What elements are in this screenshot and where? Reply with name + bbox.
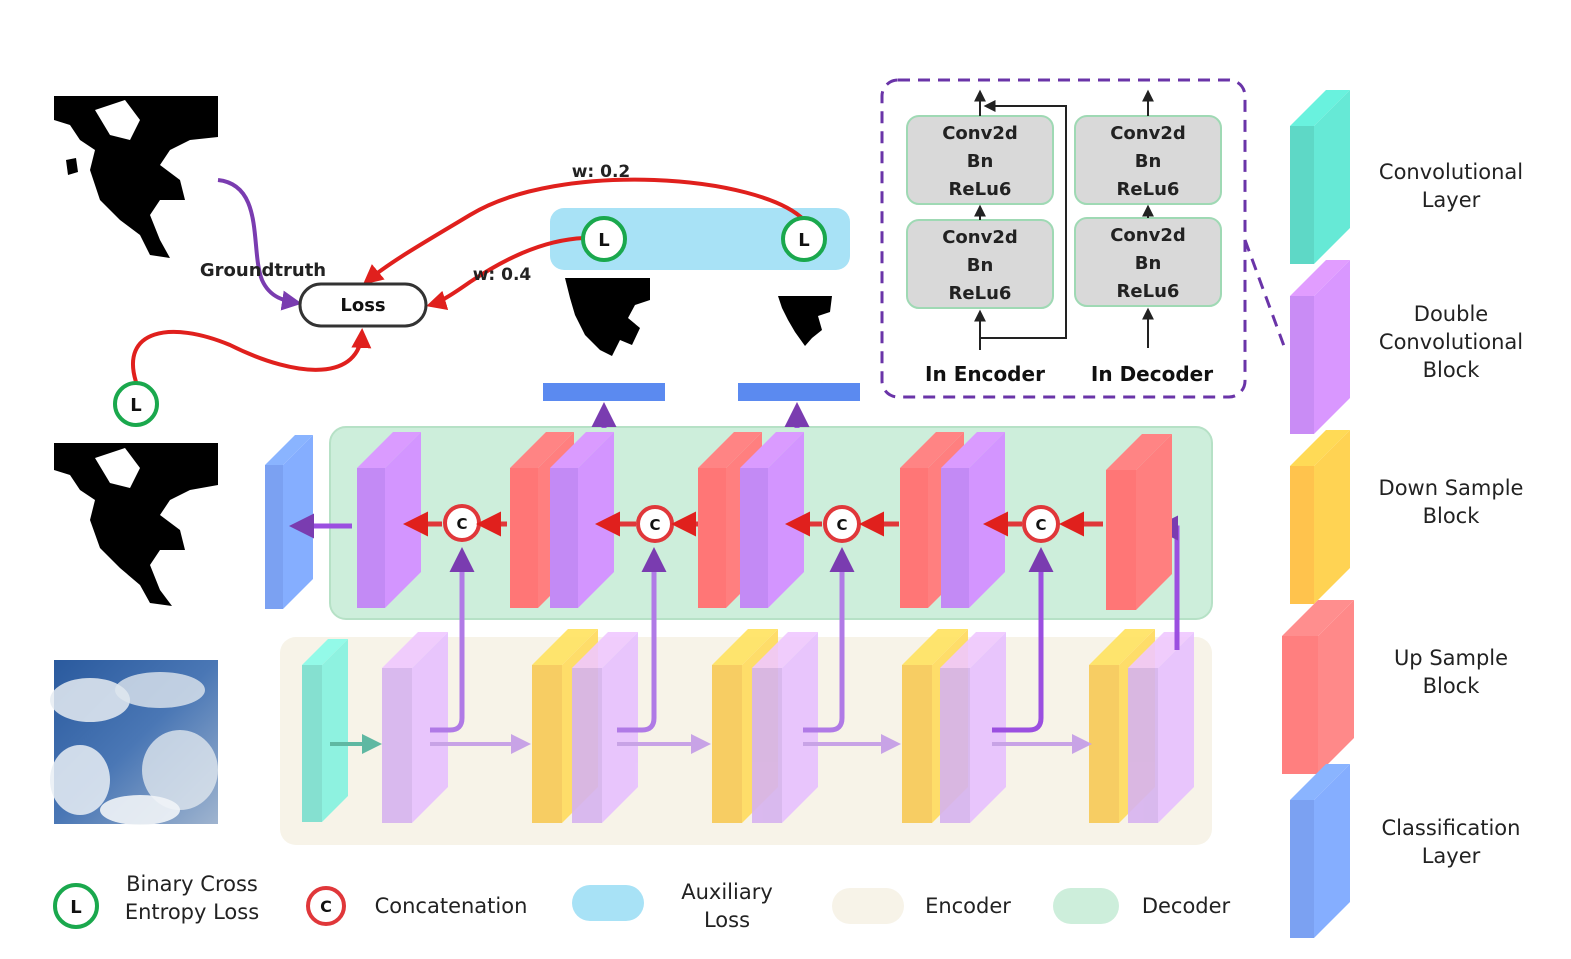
auxiliary-mask-1-image <box>558 275 650 370</box>
svg-text:ReLu6: ReLu6 <box>1117 179 1180 200</box>
aux-loss-arrow-far <box>362 177 806 285</box>
legend-aux-label: Auxiliary Loss <box>681 880 773 932</box>
svg-text:L: L <box>798 230 809 251</box>
main-loss-symbol: L <box>113 381 159 427</box>
svg-text:Conv2d: Conv2d <box>942 123 1018 144</box>
legend-block-4 <box>1282 600 1354 774</box>
encoder-detail-residual <box>980 100 1067 339</box>
decoder-double-conv-1 <box>357 432 421 608</box>
main-loss-arrow <box>131 328 372 383</box>
legend-concat: C <box>306 886 346 926</box>
encoder-double-conv-2 <box>572 632 638 823</box>
groundtruth-arrow <box>217 178 302 311</box>
legend-loss: L <box>53 883 99 929</box>
concat-4: C <box>1022 505 1060 543</box>
svg-text:L: L <box>130 395 141 416</box>
svg-text:Conv2d: Conv2d <box>1110 225 1186 246</box>
legend-decoder-swatch <box>1053 888 1119 924</box>
legend-encoder-label: Encoder <box>925 894 1011 918</box>
encoder-detail-caption: In Encoder <box>925 362 1045 386</box>
aux-head-bar-2 <box>738 383 860 401</box>
svg-text:C: C <box>649 516 660 534</box>
block-detail-box <box>880 78 1247 399</box>
input-sky-image <box>50 660 218 825</box>
svg-text:L: L <box>598 230 609 251</box>
decoder-detail-text: Conv2d Bn ReLu6 Conv2d Bn ReLu6 <box>1110 123 1186 302</box>
weight-far-label: w: 0.2 <box>572 162 631 182</box>
aux-head-bar-1 <box>543 383 665 401</box>
svg-text:C: C <box>456 515 467 533</box>
legend-block-3 <box>1290 430 1350 604</box>
skip-connection-3 <box>803 547 855 733</box>
decoder-upsample-4 <box>1106 434 1172 610</box>
groundtruth-mask-image <box>54 96 218 260</box>
detail-link-dashed <box>1243 239 1286 347</box>
svg-text:L: L <box>70 897 81 918</box>
legend-block-label-5: Classification Layer <box>1381 816 1521 868</box>
weight-near-label: w: 0.4 <box>473 265 532 285</box>
svg-text:ReLu6: ReLu6 <box>949 283 1012 304</box>
svg-text:C: C <box>1035 516 1046 534</box>
skip-connection-1 <box>430 547 475 733</box>
aux-loss-arrow-near <box>426 236 585 310</box>
legend-block-label-1: Convolutional Layer <box>1378 160 1524 212</box>
legend-encoder-swatch <box>832 888 904 924</box>
svg-text:C: C <box>320 897 332 916</box>
legend-aux-swatch <box>572 885 644 921</box>
svg-text:Bn: Bn <box>1135 253 1162 274</box>
encoder-double-conv-4 <box>940 632 1006 823</box>
concat-1: C <box>443 504 481 542</box>
classification-layer <box>265 435 313 609</box>
legend-block-1 <box>1290 90 1350 264</box>
groundtruth-label: Groundtruth <box>200 260 326 281</box>
legend-loss-label: Binary Cross Entropy Loss <box>124 872 260 924</box>
svg-text:Bn: Bn <box>967 255 994 276</box>
encoder-double-conv-5 <box>1128 632 1194 823</box>
skip-connection-2 <box>617 547 667 733</box>
legend-block-2 <box>1290 260 1350 434</box>
aux-loss-symbol-2: L <box>781 216 827 262</box>
encoder-input-conv <box>302 639 348 822</box>
svg-text:Bn: Bn <box>1135 151 1162 172</box>
svg-text:C: C <box>836 516 847 534</box>
prediction-mask-image <box>54 443 218 607</box>
legend-block-label-3: Down Sample Block <box>1378 476 1524 528</box>
legend-block-label-2: Double Convolutional Block <box>1378 302 1524 382</box>
svg-text:Conv2d: Conv2d <box>942 227 1018 248</box>
legend-block-5 <box>1290 764 1350 938</box>
legend-decoder-label: Decoder <box>1141 894 1231 918</box>
svg-text:Bn: Bn <box>967 151 994 172</box>
auxiliary-loss-region <box>550 208 850 270</box>
skip-connection-4 <box>992 547 1054 733</box>
svg-text:ReLu6: ReLu6 <box>949 179 1012 200</box>
loss-box <box>298 282 428 328</box>
decoder-double-conv-2 <box>550 432 614 608</box>
svg-text:Conv2d: Conv2d <box>1110 123 1186 144</box>
auxiliary-mask-2-image <box>775 292 833 350</box>
decoder-detail-caption: In Decoder <box>1091 362 1213 386</box>
svg-text:ReLu6: ReLu6 <box>1117 281 1180 302</box>
legend-concat-label: Concatenation <box>374 894 528 918</box>
encoder-detail-text: Conv2d Bn ReLu6 Conv2d Bn ReLu6 <box>942 123 1018 304</box>
loss-box-label: Loss <box>340 295 385 316</box>
aux-loss-symbol-1: L <box>581 216 627 262</box>
concat-3: C <box>823 505 861 543</box>
encoder-double-conv-3 <box>752 632 818 823</box>
legend-block-label-4: Up Sample Block <box>1393 646 1509 698</box>
encoder-downsample-2 <box>712 629 778 823</box>
concat-2: C <box>636 505 674 543</box>
